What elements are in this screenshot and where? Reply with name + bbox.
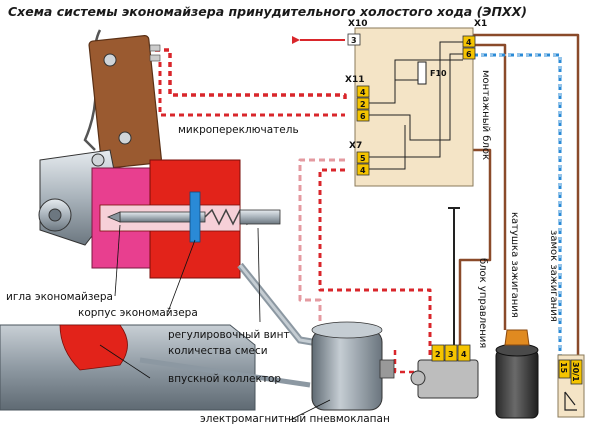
wire-mount-cu-brown — [458, 148, 492, 350]
ignition-coil-body — [495, 349, 539, 419]
control-unit-pin-4-label: 4 — [461, 350, 467, 359]
wire-x1-coil — [472, 43, 507, 330]
pin-x7-2: 4 — [360, 166, 366, 175]
connector-x10-label: X10 — [348, 19, 367, 29]
pneumo-valve — [311, 321, 395, 411]
ignition-coil-top — [495, 343, 539, 357]
intake-manifold — [0, 324, 256, 411]
arrow-left — [292, 36, 300, 44]
control-unit-mount — [410, 370, 426, 386]
ignition-lock-pin-15-label: 15 — [559, 362, 568, 374]
pneumo-valve-body — [311, 329, 383, 411]
pin-x1-2: 6 — [466, 50, 472, 59]
mount-internal-circuit — [369, 41, 463, 170]
wire-brown-top — [472, 33, 580, 365]
ignition-coil-label: катушка зажигания — [509, 212, 520, 318]
fuse-f10 — [417, 61, 427, 85]
label-intake-manifold: впускной коллектор — [168, 373, 281, 385]
pneumo-valve-top — [311, 321, 383, 339]
connector-x1-label: X1 — [474, 19, 487, 29]
wire-x7-valve — [298, 158, 345, 330]
control-unit-pin-2-label: 2 — [435, 350, 441, 359]
economizer-membrane — [189, 191, 201, 243]
ignition-lock-pin-30-label: 30/1 — [571, 362, 580, 382]
control-unit-pin-2 — [431, 344, 445, 362]
microswitch-body — [88, 34, 162, 169]
mounting-block-body — [354, 27, 474, 187]
wire-microswitch-x11 — [155, 48, 347, 100]
label-economizer-body: корпус экономайзера — [78, 307, 198, 319]
pin-x7-1: 5 — [360, 154, 366, 163]
microswitch-label: микропереключатель — [178, 124, 299, 136]
wires — [155, 33, 580, 374]
ignition-lock-pin-15 — [558, 359, 571, 379]
pneumo-valve-terminal — [379, 359, 395, 379]
connector-x7-label: X7 — [349, 141, 362, 151]
wire-microswitch-x11-6 — [155, 56, 345, 117]
ignition-lock-switch — [564, 391, 577, 411]
control-unit-pin-4 — [457, 344, 471, 362]
wire-x1-lock-outline — [472, 54, 561, 370]
pin-x11-3: 6 — [360, 112, 366, 121]
economizer — [91, 159, 281, 279]
connector-x10 — [347, 33, 361, 46]
ignition-coil-cap — [504, 329, 530, 346]
connector-x11-pin4 — [356, 85, 370, 98]
leader-lines — [99, 224, 331, 421]
wire-x7-cu — [318, 168, 432, 355]
label-adjusting-screw-1: регулировочный винт — [168, 329, 290, 341]
control-unit-label: блок управления — [477, 258, 488, 348]
control-unit-pin-3 — [444, 344, 458, 362]
pin-x1-1: 4 — [466, 38, 472, 47]
ignition-lock-pin-30 — [570, 359, 583, 385]
manifold-tube — [139, 357, 311, 388]
throttle-nut-center — [48, 208, 62, 222]
microswitch-screw-top — [103, 53, 117, 67]
pin-x11-2: 2 — [360, 100, 366, 109]
microswitch-terminal-1 — [149, 44, 161, 52]
pin-x11-1: 4 — [360, 88, 366, 97]
label-economizer-needle: игла экономайзера — [6, 291, 113, 303]
connector-x11-label: X11 — [345, 75, 364, 85]
ignition-lock: 15 30/1 замок зажигания — [548, 230, 585, 418]
economizer-needle-tip — [106, 211, 121, 223]
microswitch-screw-bottom — [118, 131, 132, 145]
fuse-f10-label: F10 — [430, 69, 447, 78]
control-unit: 2 3 4 блок управления — [410, 258, 488, 399]
throttle-pivot — [91, 153, 105, 167]
mounting-block: X10 3 X1 4 6 X11 4 2 6 X7 5 4 F10 монтаж… — [345, 19, 491, 187]
label-adjusting-screw-2: количества смеси — [168, 345, 268, 357]
ignition-lock-label: замок зажигания — [548, 230, 559, 322]
adjusting-screw — [239, 209, 281, 225]
pin-x10-1: 3 — [351, 36, 357, 45]
microswitch-terminal-2 — [149, 54, 161, 62]
ignition-coil: катушка зажигания — [495, 212, 539, 419]
manifold-red-port — [59, 324, 128, 371]
mount-block-label: монтажный блок — [480, 70, 491, 160]
label-pneumo-valve: электромагнитный пневмоклапан — [200, 413, 390, 425]
control-unit-body — [417, 359, 479, 399]
microswitch: микропереключатель — [83, 29, 299, 169]
diagram-title: Схема системы экономайзера принудительно… — [8, 4, 527, 19]
control-unit-pin-3-label: 3 — [448, 350, 454, 359]
